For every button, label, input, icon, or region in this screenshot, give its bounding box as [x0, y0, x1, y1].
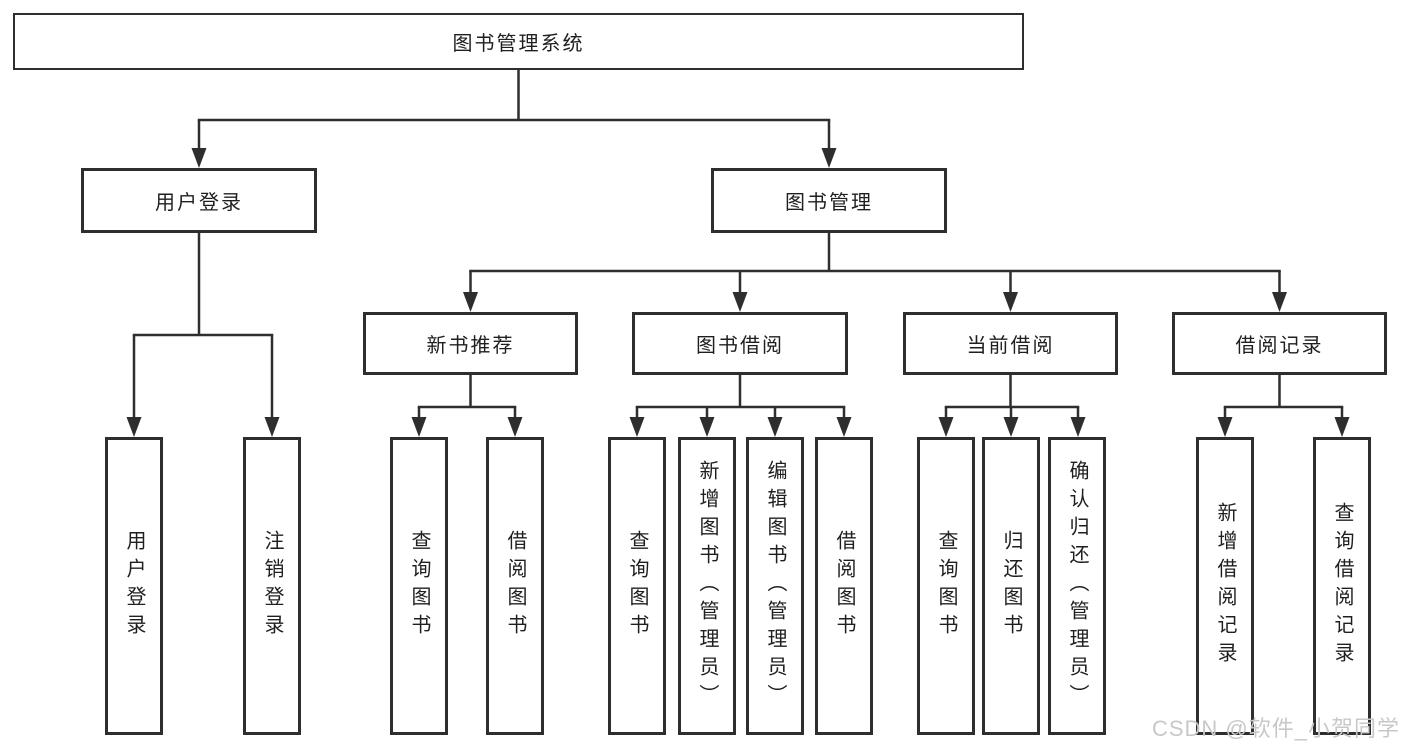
- leaf-borrowing-query-books: 查询图书: [608, 437, 666, 735]
- leaf-current-return-books: 归还图书: [982, 437, 1040, 735]
- leaf-borrowing-edit-books-admin: 编辑图书（管理员）: [746, 437, 804, 735]
- leaf-current-query-books: 查询图书: [917, 437, 975, 735]
- leaf-current-confirm-return-admin: 确认归还（管理员）: [1048, 437, 1106, 735]
- node-current-borrowing: 当前借阅: [903, 312, 1118, 375]
- node-user-login: 用户登录: [81, 168, 317, 233]
- node-book-borrowing: 图书借阅: [632, 312, 848, 375]
- leaf-user-login: 用户登录: [105, 437, 163, 735]
- leaf-logout-login: 注销登录: [243, 437, 301, 735]
- leaf-records-query-record: 查询借阅记录: [1313, 437, 1371, 735]
- node-book-management: 图书管理: [711, 168, 947, 233]
- leaf-recommend-borrow-books: 借阅图书: [486, 437, 544, 735]
- node-new-book-recommend: 新书推荐: [363, 312, 578, 375]
- leaf-borrowing-borrow-books: 借阅图书: [815, 437, 873, 735]
- csdn-watermark: CSDN @软件_小贺同学: [1151, 716, 1400, 741]
- node-borrowing-records: 借阅记录: [1172, 312, 1387, 375]
- leaf-records-add-record: 新增借阅记录: [1196, 437, 1254, 735]
- node-library-management-system: 图书管理系统: [13, 13, 1024, 70]
- leaf-borrowing-add-books-admin: 新增图书（管理员）: [678, 437, 736, 735]
- leaf-recommend-query-books: 查询图书: [390, 437, 448, 735]
